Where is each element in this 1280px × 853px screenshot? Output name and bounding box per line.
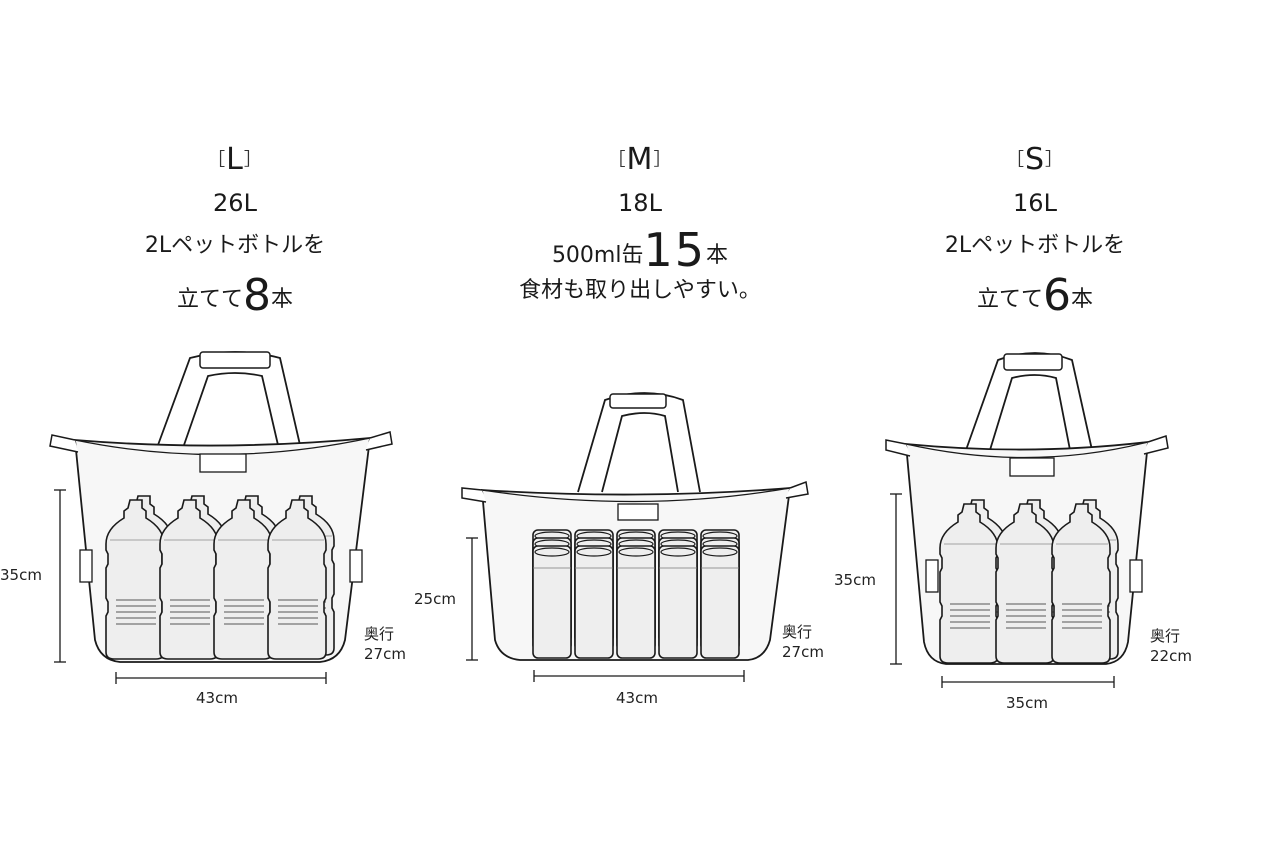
size-l-label: L [226, 142, 244, 177]
bag-m-height-dimension-line [466, 537, 478, 661]
size-s-heading: ［S］ [855, 140, 1215, 182]
size-l-block: ［L］ 26L 2Lペットボトルを 立てて8本 [55, 140, 415, 322]
size-m-label: M [626, 142, 654, 177]
bag-s-width-dimension-line [941, 676, 1115, 688]
bag-m-illustration [461, 392, 809, 682]
size-m-desc-line1: 500ml缶15本 [460, 227, 820, 276]
bag-l-illustration [49, 351, 393, 684]
size-s-desc-line1: 2Lペットボトルを [944, 233, 1126, 258]
size-s-desc-prefix: 立てて [976, 287, 1043, 312]
size-m-can-count: 15 [643, 223, 707, 277]
size-s-depth-value: 22cm [1150, 647, 1192, 665]
size-s-depth-block: 奥行 22cm [1150, 626, 1192, 666]
bracket-open: ［ [207, 149, 227, 171]
size-l-bottle-count: 8 [243, 270, 271, 321]
size-m-desc-prefix: 500ml缶 [551, 243, 644, 268]
size-m-heading: ［M］ [460, 140, 820, 182]
size-m-volume: 18L [618, 189, 662, 217]
size-s-width-label: 35cm [1006, 694, 1048, 712]
bracket-open: ［ [607, 149, 627, 171]
size-m-height-label: 25cm [414, 590, 456, 608]
size-l-height-label: 35cm [0, 566, 42, 584]
bracket-close: ］ [1045, 149, 1065, 171]
size-l-depth-label: 奥行 [364, 625, 395, 643]
bag-s-height-dimension-line [890, 493, 902, 665]
bag-s-illustration [885, 352, 1169, 688]
size-s-height-label: 35cm [834, 571, 876, 589]
bracket-open: ［ [1005, 149, 1025, 171]
size-l-depth-value: 27cm [364, 645, 406, 663]
size-l-depth-block: 奥行 27cm [364, 624, 406, 664]
size-s-desc-line2: 立てて6本 [855, 274, 1215, 322]
bag-l-width-dimension-line [115, 672, 327, 684]
size-l-desc-prefix: 立てて [176, 287, 243, 312]
size-l-width-label: 43cm [196, 689, 238, 707]
bracket-close: ］ [653, 149, 673, 171]
size-m-block: ［M］ 18L 500ml缶15本 食材も取り出しやすい。 [460, 140, 820, 306]
size-s-volume: 16L [1013, 189, 1057, 217]
size-m-depth-label: 奥行 [782, 623, 813, 641]
size-l-volume: 26L [213, 189, 257, 217]
size-m-width-label: 43cm [616, 689, 658, 707]
size-l-count-unit: 本 [271, 287, 294, 312]
size-m-desc-line2: 食材も取り出しやすい。 [519, 278, 761, 303]
size-m-count-unit: 本 [706, 243, 729, 268]
bracket-close: ］ [243, 149, 263, 171]
size-s-label: S [1024, 142, 1046, 177]
size-s-bottle-count: 6 [1043, 270, 1071, 321]
size-m-depth-value: 27cm [782, 643, 824, 661]
size-s-count-unit: 本 [1071, 287, 1094, 312]
size-m-depth-block: 奥行 27cm [782, 622, 824, 662]
bag-m-width-dimension-line [533, 670, 745, 682]
size-l-desc-line1: 2Lペットボトルを [144, 233, 326, 258]
size-s-depth-label: 奥行 [1150, 627, 1181, 645]
size-s-block: ［S］ 16L 2Lペットボトルを 立てて6本 [855, 140, 1215, 322]
bag-l-height-dimension-line [54, 489, 66, 663]
size-l-desc-line2: 立てて8本 [55, 274, 415, 322]
size-l-heading: ［L］ [55, 140, 415, 182]
